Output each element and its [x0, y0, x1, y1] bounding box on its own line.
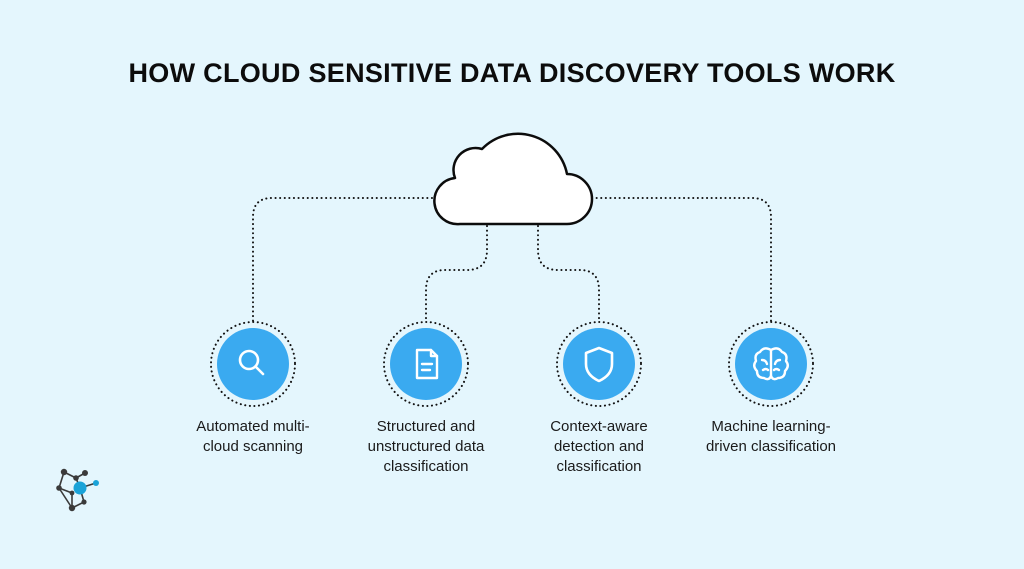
search-icon	[238, 349, 265, 376]
connector-3	[537, 225, 600, 323]
caption-automated-scanning: Automated multi- cloud scanning	[163, 417, 343, 457]
shield-icon	[584, 346, 614, 383]
caption-data-classification: Structured and unstructured data classif…	[336, 417, 516, 477]
node-automated-scanning	[210, 321, 296, 407]
cloud-icon	[433, 132, 594, 226]
caption-line: Machine learning-	[711, 418, 831, 435]
caption-line: Context-aware	[550, 418, 648, 435]
connector-1	[252, 197, 433, 323]
caption-line: Automated multi-	[196, 418, 310, 435]
caption-line: detection and	[553, 438, 645, 455]
node-machine-learning	[728, 321, 814, 407]
caption-line: classification	[383, 458, 469, 475]
node-context-aware	[556, 321, 642, 407]
document-icon	[415, 348, 439, 380]
caption-line: cloud scanning	[202, 438, 304, 455]
caption-line: driven classification	[705, 438, 837, 455]
caption-context-aware: Context-aware detection and classificati…	[519, 417, 679, 477]
caption-machine-learning: Machine learning- driven classification	[681, 417, 861, 457]
diagram-title: HOW CLOUD SENSITIVE DATA DISCOVERY TOOLS…	[128, 58, 896, 88]
brain-icon	[753, 347, 789, 381]
caption-line: unstructured data	[367, 438, 485, 455]
node-data-classification	[383, 321, 469, 407]
connector-2	[425, 225, 488, 323]
caption-line: classification	[556, 458, 642, 475]
caption-line: Structured and	[376, 418, 476, 435]
connector-4	[591, 197, 772, 323]
brand-logo	[56, 468, 99, 512]
